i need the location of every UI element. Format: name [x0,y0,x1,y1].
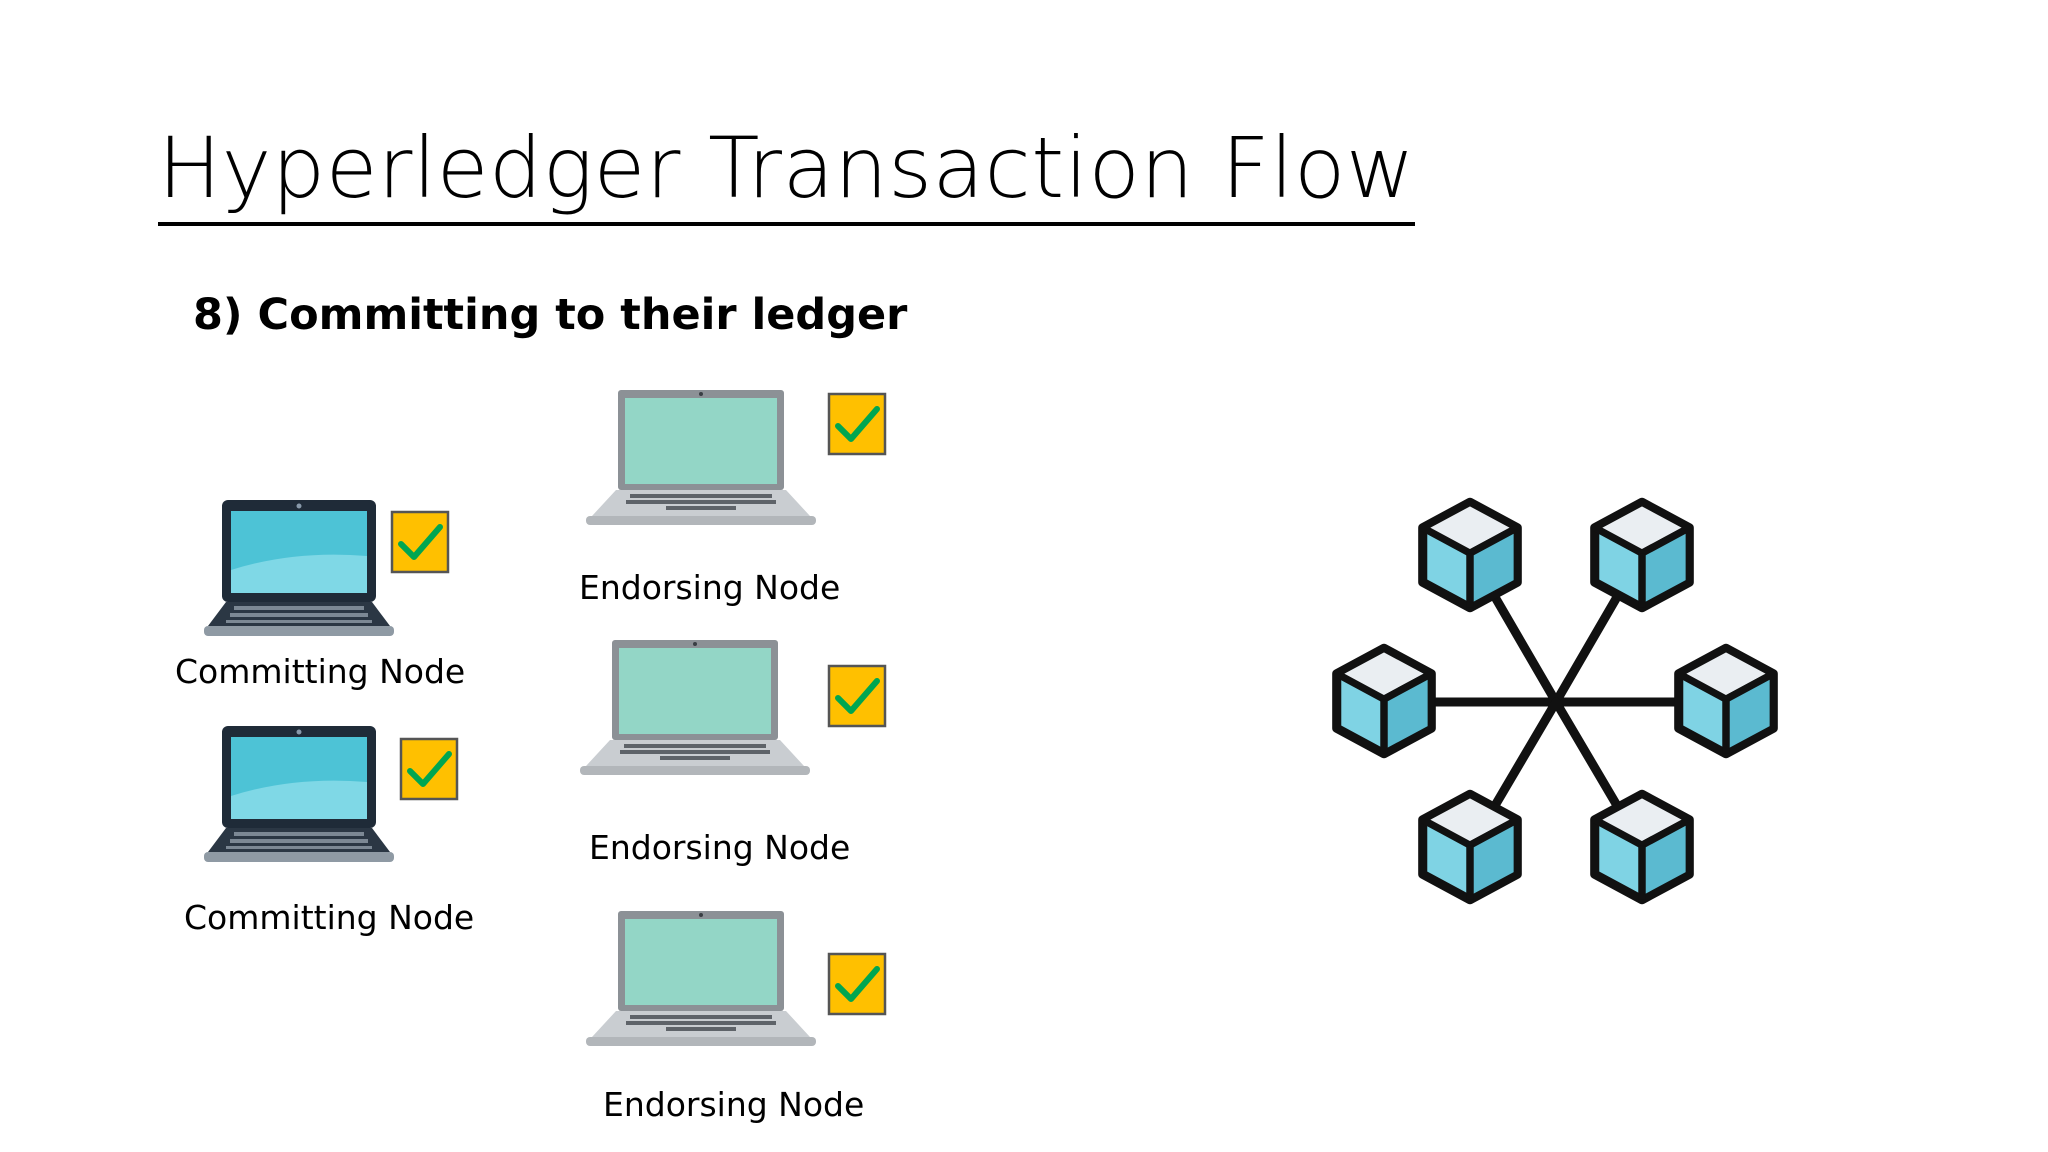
ledger-block-left [1337,648,1432,753]
checkbox-checked-icon [827,392,887,461]
slide-title: Hyperledger Transaction Flow [158,118,1416,226]
ledger-block-top-right [1595,502,1690,607]
committing-node-1 [204,498,394,638]
checkbox-checked-icon [827,664,887,733]
committing-node-2-label: Committing Node [184,898,475,937]
endorsing-node-3 [586,909,816,1049]
endorsing-node-3-label: Endorsing Node [603,1085,865,1124]
blockchain-network-icon [1318,484,1792,925]
checkbox-checked-icon [399,737,459,806]
endorsing-node-1-label: Endorsing Node [579,568,841,607]
committing-node-2 [204,724,394,864]
laptop-dark-icon [204,498,394,638]
laptop-silver-icon [586,909,816,1049]
checkbox-checked-icon [827,952,887,1021]
step-heading: 8) Committing to their ledger [193,290,908,340]
committing-node-1-label: Committing Node [175,652,466,691]
ledger-block-bottom-right [1595,794,1690,899]
laptop-silver-icon [586,388,816,528]
checkbox-checked-icon [390,510,450,579]
endorsing-node-2-label: Endorsing Node [589,828,851,867]
laptop-dark-icon [204,724,394,864]
ledger-block-bottom-left [1423,794,1518,899]
endorsing-node-1 [586,388,816,528]
endorsing-node-2 [580,638,810,778]
ledger-block-right [1679,648,1774,753]
ledger-block-top-left [1423,502,1518,607]
laptop-silver-icon [580,638,810,778]
